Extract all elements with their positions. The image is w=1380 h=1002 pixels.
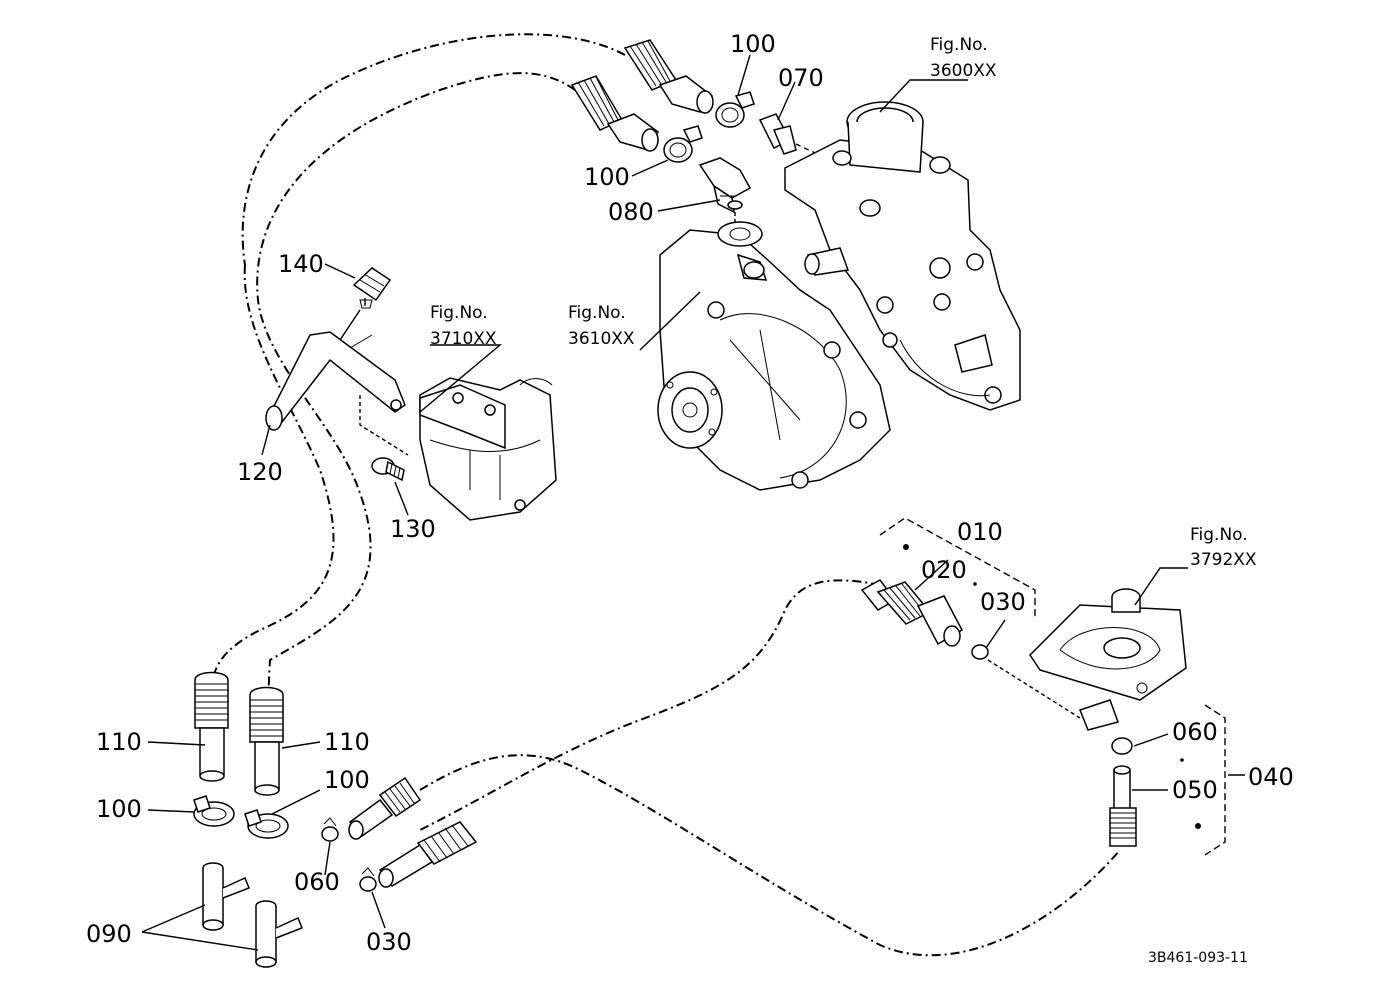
hose-assembly-010 bbox=[860, 579, 1081, 719]
fig-ref-3710: Fig.No. 3710XX bbox=[430, 303, 497, 349]
clamp-100-top bbox=[715, 91, 755, 128]
label-010: 010 bbox=[957, 518, 1003, 546]
label-060-left: 060 bbox=[294, 868, 340, 896]
label-130: 130 bbox=[390, 515, 436, 543]
fig-ref-3792: Fig.No. 3792XX bbox=[1190, 525, 1257, 570]
figure-references: Fig.No. 3600XX Fig.No. 3610XX Fig.No. 37… bbox=[430, 35, 1257, 570]
bracket-120 bbox=[265, 331, 406, 431]
bolt-130 bbox=[371, 457, 405, 482]
label-100-mid: 100 bbox=[584, 163, 630, 191]
label-030-bottom: 030 bbox=[366, 928, 412, 956]
svg-text:3792XX: 3792XX bbox=[1190, 550, 1257, 570]
label-080: 080 bbox=[608, 198, 654, 226]
label-050: 050 bbox=[1172, 776, 1218, 804]
clip-060-left bbox=[321, 817, 339, 842]
thermostat-housing-3600 bbox=[784, 101, 1021, 411]
drawing-code: 3B461-093-11 bbox=[1148, 950, 1248, 966]
part-labels: 010 020 030 030 040 050 060 060 070 080 … bbox=[86, 30, 1294, 956]
svg-text:Fig.No.: Fig.No. bbox=[1190, 525, 1248, 545]
svg-text:Fig.No.: Fig.No. bbox=[568, 303, 626, 323]
fig-3710-housing bbox=[359, 377, 557, 521]
pipe-090-left bbox=[202, 862, 250, 931]
clamp-100-mid bbox=[663, 125, 703, 163]
group-bracket-040 bbox=[1204, 704, 1245, 856]
fig-ref-3610: Fig.No. 3610XX bbox=[568, 303, 635, 349]
hose-110-left bbox=[194, 671, 229, 782]
svg-text:3710XX: 3710XX bbox=[430, 329, 497, 349]
label-030-top: 030 bbox=[980, 588, 1026, 616]
label-100-top: 100 bbox=[730, 30, 776, 58]
label-060-right: 060 bbox=[1172, 718, 1218, 746]
fitting-070 bbox=[758, 113, 831, 161]
oil-cooler-3792 bbox=[1029, 588, 1187, 731]
label-140: 140 bbox=[278, 250, 324, 278]
clamp-100-lower bbox=[244, 809, 289, 839]
label-020: 020 bbox=[921, 556, 967, 584]
hose-assembly-040 bbox=[1109, 737, 1201, 847]
hose-end-mid-b bbox=[378, 821, 478, 888]
clamp-100-left bbox=[193, 795, 235, 827]
hose-110-right bbox=[249, 686, 284, 796]
label-040: 040 bbox=[1248, 763, 1294, 791]
fig-ref-3600: Fig.No. 3600XX bbox=[930, 35, 997, 81]
leader-lines bbox=[141, 54, 1188, 951]
label-110-left: 110 bbox=[96, 728, 142, 756]
elbow-080 bbox=[698, 157, 752, 226]
label-110-right: 110 bbox=[324, 728, 370, 756]
pipe-090-right bbox=[255, 900, 303, 968]
upper-hose-end-b bbox=[570, 75, 659, 152]
hose-end-mid-a bbox=[348, 776, 422, 840]
label-070: 070 bbox=[778, 64, 824, 92]
water-pump-3610 bbox=[657, 221, 891, 491]
hose-lines bbox=[211, 33, 1121, 957]
upper-hose-end-a bbox=[623, 39, 714, 114]
group-bracket-010 bbox=[879, 517, 1036, 620]
svg-text:3610XX: 3610XX bbox=[568, 329, 635, 349]
svg-text:Fig.No.: Fig.No. bbox=[930, 35, 988, 55]
label-100-lower: 100 bbox=[324, 766, 370, 794]
svg-text:3600XX: 3600XX bbox=[930, 61, 997, 81]
label-120: 120 bbox=[237, 458, 283, 486]
label-100-left: 100 bbox=[96, 795, 142, 823]
svg-text:Fig.No.: Fig.No. bbox=[430, 303, 488, 323]
clip-030-left bbox=[359, 867, 377, 892]
label-090: 090 bbox=[86, 920, 132, 948]
clip-140 bbox=[339, 267, 392, 341]
